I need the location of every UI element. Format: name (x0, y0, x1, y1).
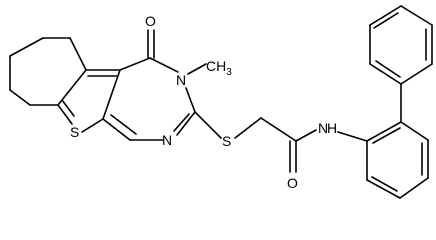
pyrimidinone-ring (102, 57, 196, 141)
atom-o-carbonyl: O (145, 13, 156, 29)
atom-s-thioether: S (222, 133, 231, 149)
cyclohexene-ring (9, 37, 87, 106)
thiophene-ring (57, 69, 121, 133)
thioether-linker (194, 111, 297, 142)
atom-h-amide: H (327, 120, 337, 136)
atom-s-thiophene: S (70, 124, 79, 140)
carbonyl-group (147, 29, 155, 59)
atom-methyl: CH3 (206, 58, 232, 78)
atom-o-amide: O (287, 175, 298, 191)
atom-n-amide: N (318, 120, 328, 136)
amide-group (289, 129, 368, 173)
atom-labels: O N CH3 S N S O N H (70, 13, 337, 191)
lower-phenyl-ring (366, 121, 429, 199)
structure-drawing: O N CH3 S N S O N H (9, 5, 433, 199)
upper-phenyl-ring (369, 5, 433, 85)
atom-n-pyrimidine: N (162, 132, 172, 148)
atom-n-methyl: N (176, 72, 186, 88)
molecule-structure: O N CH3 S N S O N H (9, 5, 433, 199)
n-methyl-bond (187, 63, 207, 75)
